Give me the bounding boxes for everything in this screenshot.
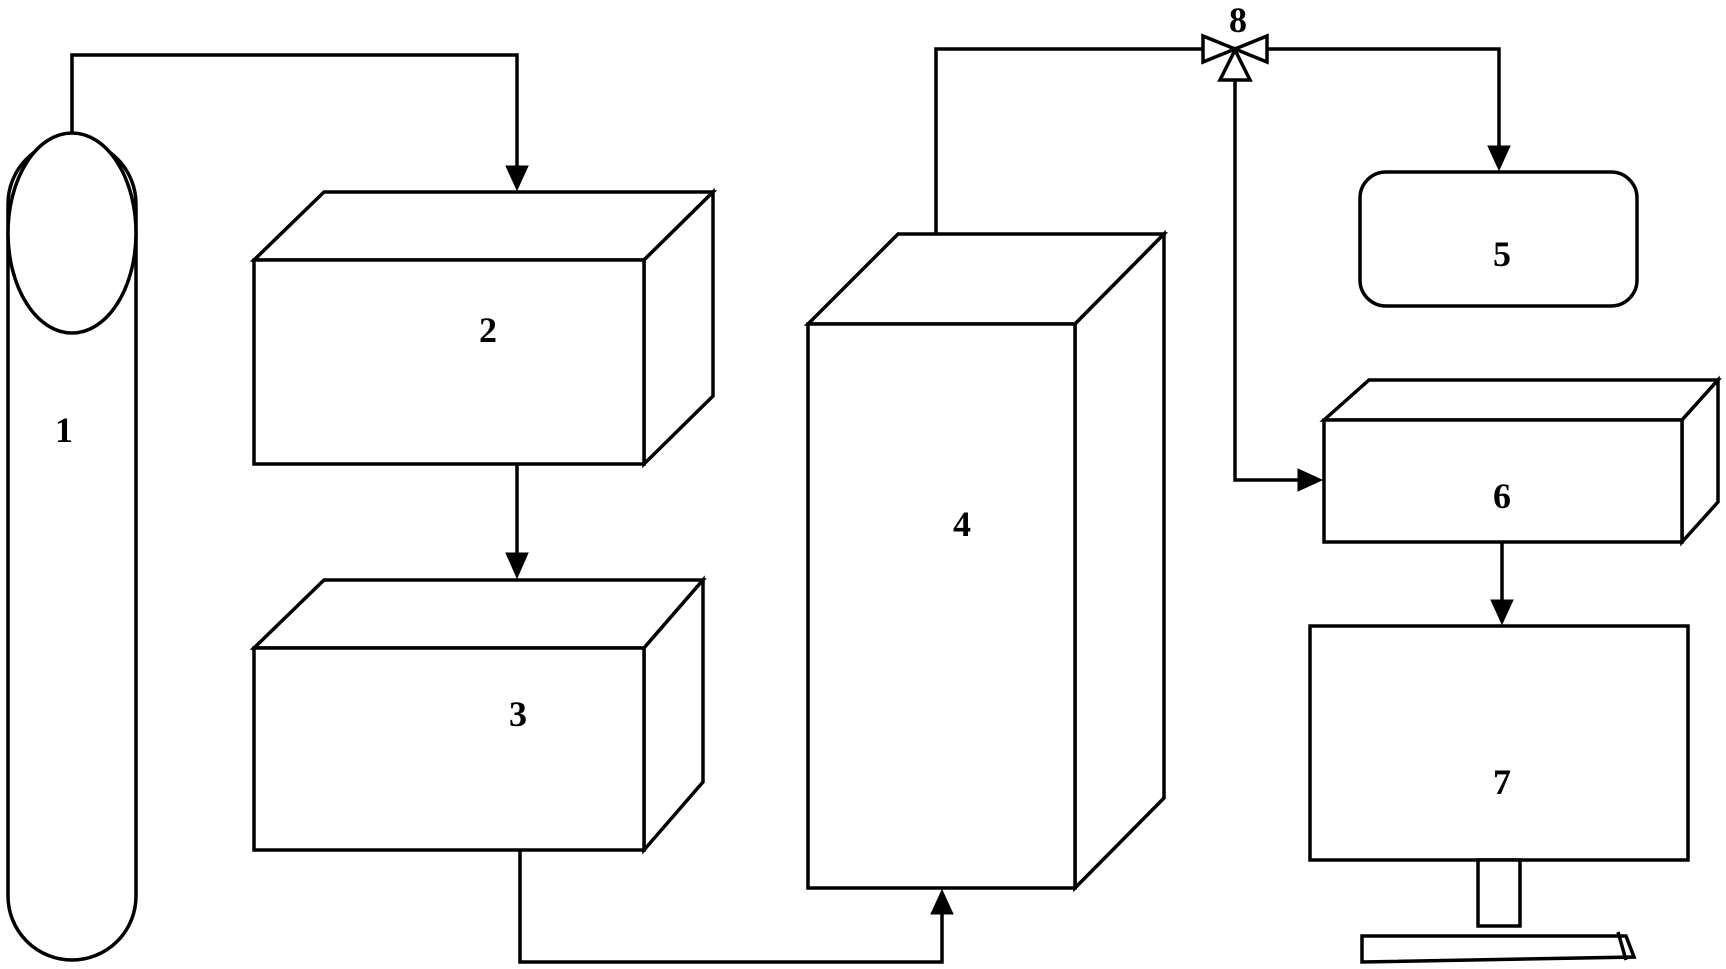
arrowhead-into-3 — [505, 552, 529, 580]
component-8-three-way-valve: 8 — [1201, 0, 1269, 82]
arrowhead-into-5 — [1487, 145, 1511, 172]
component-3-label: 3 — [509, 694, 527, 734]
cylinder-top-cap — [6, 131, 138, 335]
arrowhead-into-6 — [1297, 468, 1324, 492]
component-1-label: 1 — [55, 410, 73, 450]
arrowhead-into-7 — [1490, 599, 1514, 626]
component-6-label: 6 — [1493, 476, 1511, 516]
arrowhead-into-4 — [930, 888, 954, 915]
connection-4-to-8 — [934, 47, 1203, 234]
connection-1-to-2 — [70, 53, 529, 192]
arrowhead-into-2 — [505, 165, 529, 192]
monitor-screen — [1308, 624, 1690, 862]
component-4-tall-box: 4 — [803, 229, 1169, 893]
monitor-base — [1360, 934, 1637, 964]
component-7-monitor: 7 — [1308, 624, 1690, 964]
component-2-box: 2 — [249, 187, 718, 469]
pipe-4-to-8 — [934, 47, 1203, 234]
connection-8-to-6 — [1233, 80, 1324, 492]
component-6-front-face — [1322, 418, 1684, 544]
component-5-rounded-box: 5 — [1358, 170, 1639, 308]
pipe-8-to-6 — [1233, 80, 1300, 482]
component-2-front-face — [252, 258, 646, 466]
component-1-gas-cylinder: 1 — [6, 131, 138, 962]
component-6-top-face — [1319, 378, 1722, 422]
component-4-side-face — [1073, 229, 1166, 893]
connection-2-to-3 — [505, 464, 529, 580]
component-5-outline — [1358, 170, 1639, 308]
component-7-label: 7 — [1493, 762, 1511, 802]
component-8-label: 8 — [1229, 0, 1247, 40]
monitor-base-edge — [1616, 931, 1628, 961]
pipe-1-to-2 — [70, 53, 519, 170]
connection-6-to-7 — [1490, 542, 1514, 626]
component-6-box: 6 — [1319, 375, 1722, 547]
pipe-3-to-4 — [518, 850, 944, 964]
component-3-box: 3 — [249, 575, 707, 855]
component-4-label: 4 — [953, 504, 971, 544]
component-4-front-face — [806, 322, 1077, 890]
component-5-label: 5 — [1493, 234, 1511, 274]
component-2-label: 2 — [479, 310, 497, 350]
component-3-front-face — [252, 646, 646, 852]
monitor-neck — [1476, 858, 1522, 928]
pipe-8-to-5 — [1267, 47, 1501, 148]
component-3-top-face — [249, 578, 707, 650]
component-2-top-face — [249, 190, 718, 262]
connection-3-to-4 — [518, 850, 954, 964]
connection-8-to-5 — [1267, 47, 1511, 172]
